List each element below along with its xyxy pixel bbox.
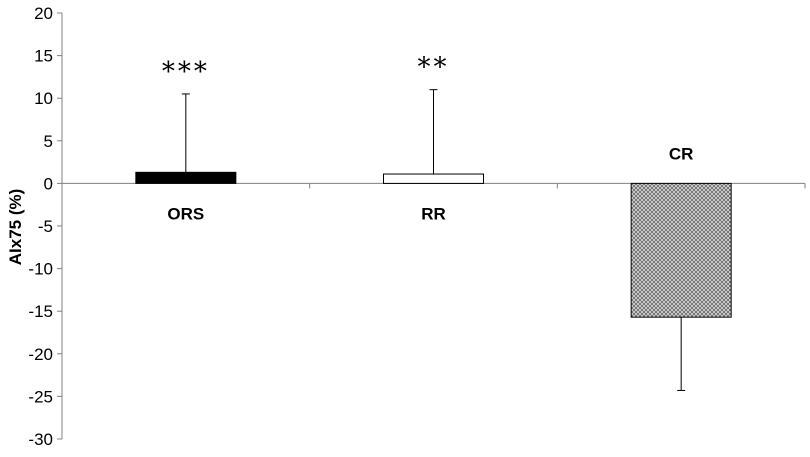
y-tick-label: -30 [28, 430, 53, 449]
category-label-ors: ORS [167, 204, 204, 223]
labels: ORS *** RR ** CR [162, 53, 694, 224]
y-tick-label: -20 [28, 345, 53, 364]
y-tick-label: -10 [28, 260, 53, 279]
bars [135, 89, 732, 391]
y-tick-label: 20 [34, 4, 53, 23]
y-tick-label: 15 [34, 47, 53, 66]
category-label-cr: CR [669, 144, 694, 163]
bar-ors [135, 171, 237, 184]
y-tick-label: 0 [44, 174, 53, 193]
significance-label-rr: ** [418, 53, 450, 83]
y-axis: 20 15 10 5 0 -5 -10 -15 -20 -25 -30 [28, 4, 63, 449]
y-tick-label: -25 [28, 387, 53, 406]
y-tick-label: 10 [34, 89, 53, 108]
y-tick-label: -15 [28, 302, 53, 321]
bar-cr [630, 182, 732, 318]
significance-label-ors: *** [162, 57, 210, 87]
y-axis-title: AIx75 (%) [6, 189, 25, 266]
bar-rr [383, 173, 484, 184]
category-label-rr: RR [421, 204, 446, 223]
y-tick-label: -5 [38, 217, 53, 236]
y-tick-label: 5 [44, 132, 53, 151]
